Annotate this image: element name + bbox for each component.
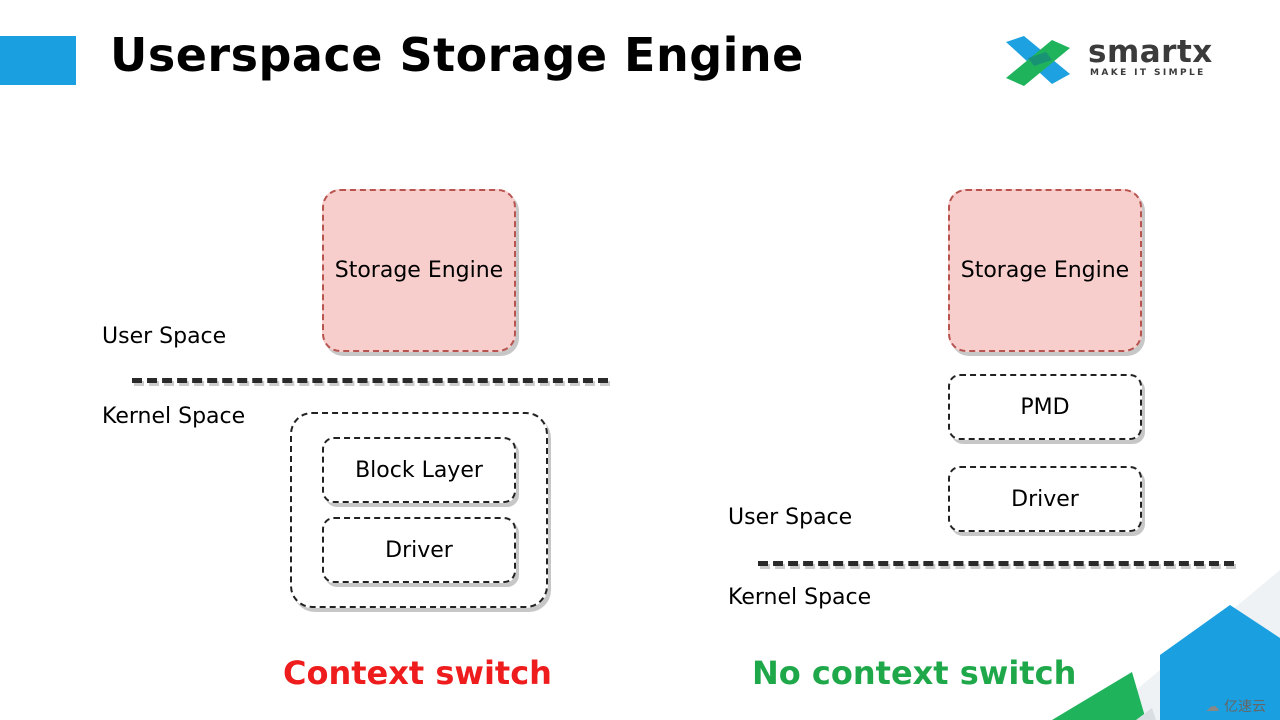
left-driver-label: Driver: [385, 537, 453, 563]
right-user-space-label: User Space: [728, 505, 853, 530]
watermark-text: 亿速云: [1224, 699, 1266, 715]
no-context-switch-caption: No context switch: [752, 654, 1077, 692]
left-driver-box: Driver: [322, 517, 516, 583]
accent-bar: [0, 36, 76, 85]
kernel-group-box: [290, 412, 548, 608]
smartx-mark-icon: [1006, 36, 1070, 86]
left-storage-engine-box: Storage Engine: [322, 189, 516, 352]
left-storage-engine-label: Storage Engine: [334, 258, 504, 283]
page-title: Userspace Storage Engine: [110, 28, 804, 82]
block-layer-label: Block Layer: [355, 457, 483, 483]
right-driver-box: Driver: [948, 466, 1142, 532]
pmd-box: PMD: [948, 374, 1142, 440]
pmd-label: PMD: [1020, 394, 1070, 420]
block-layer-box: Block Layer: [322, 437, 516, 503]
right-boundary-line: [758, 561, 1234, 566]
left-kernel-space-label: Kernel Space: [102, 404, 246, 429]
cloud-icon: ☁: [1205, 699, 1220, 715]
right-kernel-space-label: Kernel Space: [728, 585, 872, 610]
smartx-logo: smartx MAKE IT SIMPLE: [1004, 34, 1234, 90]
corner-decoration: [1052, 570, 1280, 720]
left-user-space-label: User Space: [102, 324, 227, 349]
watermark: ☁ 亿速云: [1206, 696, 1266, 716]
right-driver-label: Driver: [1011, 486, 1079, 512]
right-storage-engine-box: Storage Engine: [948, 189, 1142, 352]
right-storage-engine-label: Storage Engine: [960, 258, 1130, 283]
logo-wordmark: smartx: [1088, 34, 1213, 70]
context-switch-caption: Context switch: [283, 654, 552, 692]
left-boundary-line: [132, 378, 608, 383]
logo-tagline: MAKE IT SIMPLE: [1090, 68, 1206, 78]
